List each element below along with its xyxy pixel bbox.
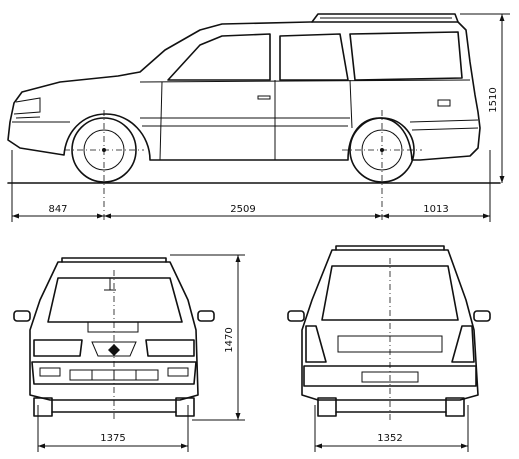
rear-left-mirror <box>287 310 305 322</box>
front-dimensions <box>37 254 245 452</box>
rear-bumper <box>303 365 477 387</box>
front-view <box>13 257 215 420</box>
rear-left-tire <box>317 397 337 417</box>
front-right-tire <box>175 397 195 417</box>
rear-door-window <box>279 33 349 81</box>
front-height-label: 1470 <box>224 327 235 352</box>
rear-view <box>287 245 491 420</box>
side-view <box>7 13 501 222</box>
rear-overhang-label: 1013 <box>423 204 448 215</box>
rear-window <box>321 265 459 321</box>
rear-right-tire <box>445 397 465 417</box>
cargo-window <box>349 31 463 81</box>
front-window <box>167 33 271 81</box>
front-bumper <box>31 361 197 385</box>
roof-rail <box>311 13 459 23</box>
rear-body-outline <box>301 249 479 401</box>
height-label: 1510 <box>488 87 499 112</box>
left-taillight <box>305 325 327 363</box>
front-track-label: 1375 <box>100 433 125 444</box>
right-mirror <box>197 310 215 322</box>
left-mirror <box>13 310 31 322</box>
rear-right-mirror <box>473 310 491 322</box>
windshield <box>47 277 183 323</box>
right-taillight <box>451 325 475 363</box>
front-left-tire <box>33 397 53 417</box>
right-headlight <box>145 339 195 357</box>
left-headlight <box>33 339 83 357</box>
rear-track-label: 1352 <box>377 433 402 444</box>
wheelbase-label: 2509 <box>230 204 255 215</box>
front-body-outline <box>29 261 199 401</box>
rear-dimensions <box>314 405 469 452</box>
body-outline <box>7 21 481 161</box>
front-overhang-label: 847 <box>48 204 67 215</box>
front-wheel <box>71 117 137 183</box>
side-dimensions <box>11 13 510 222</box>
